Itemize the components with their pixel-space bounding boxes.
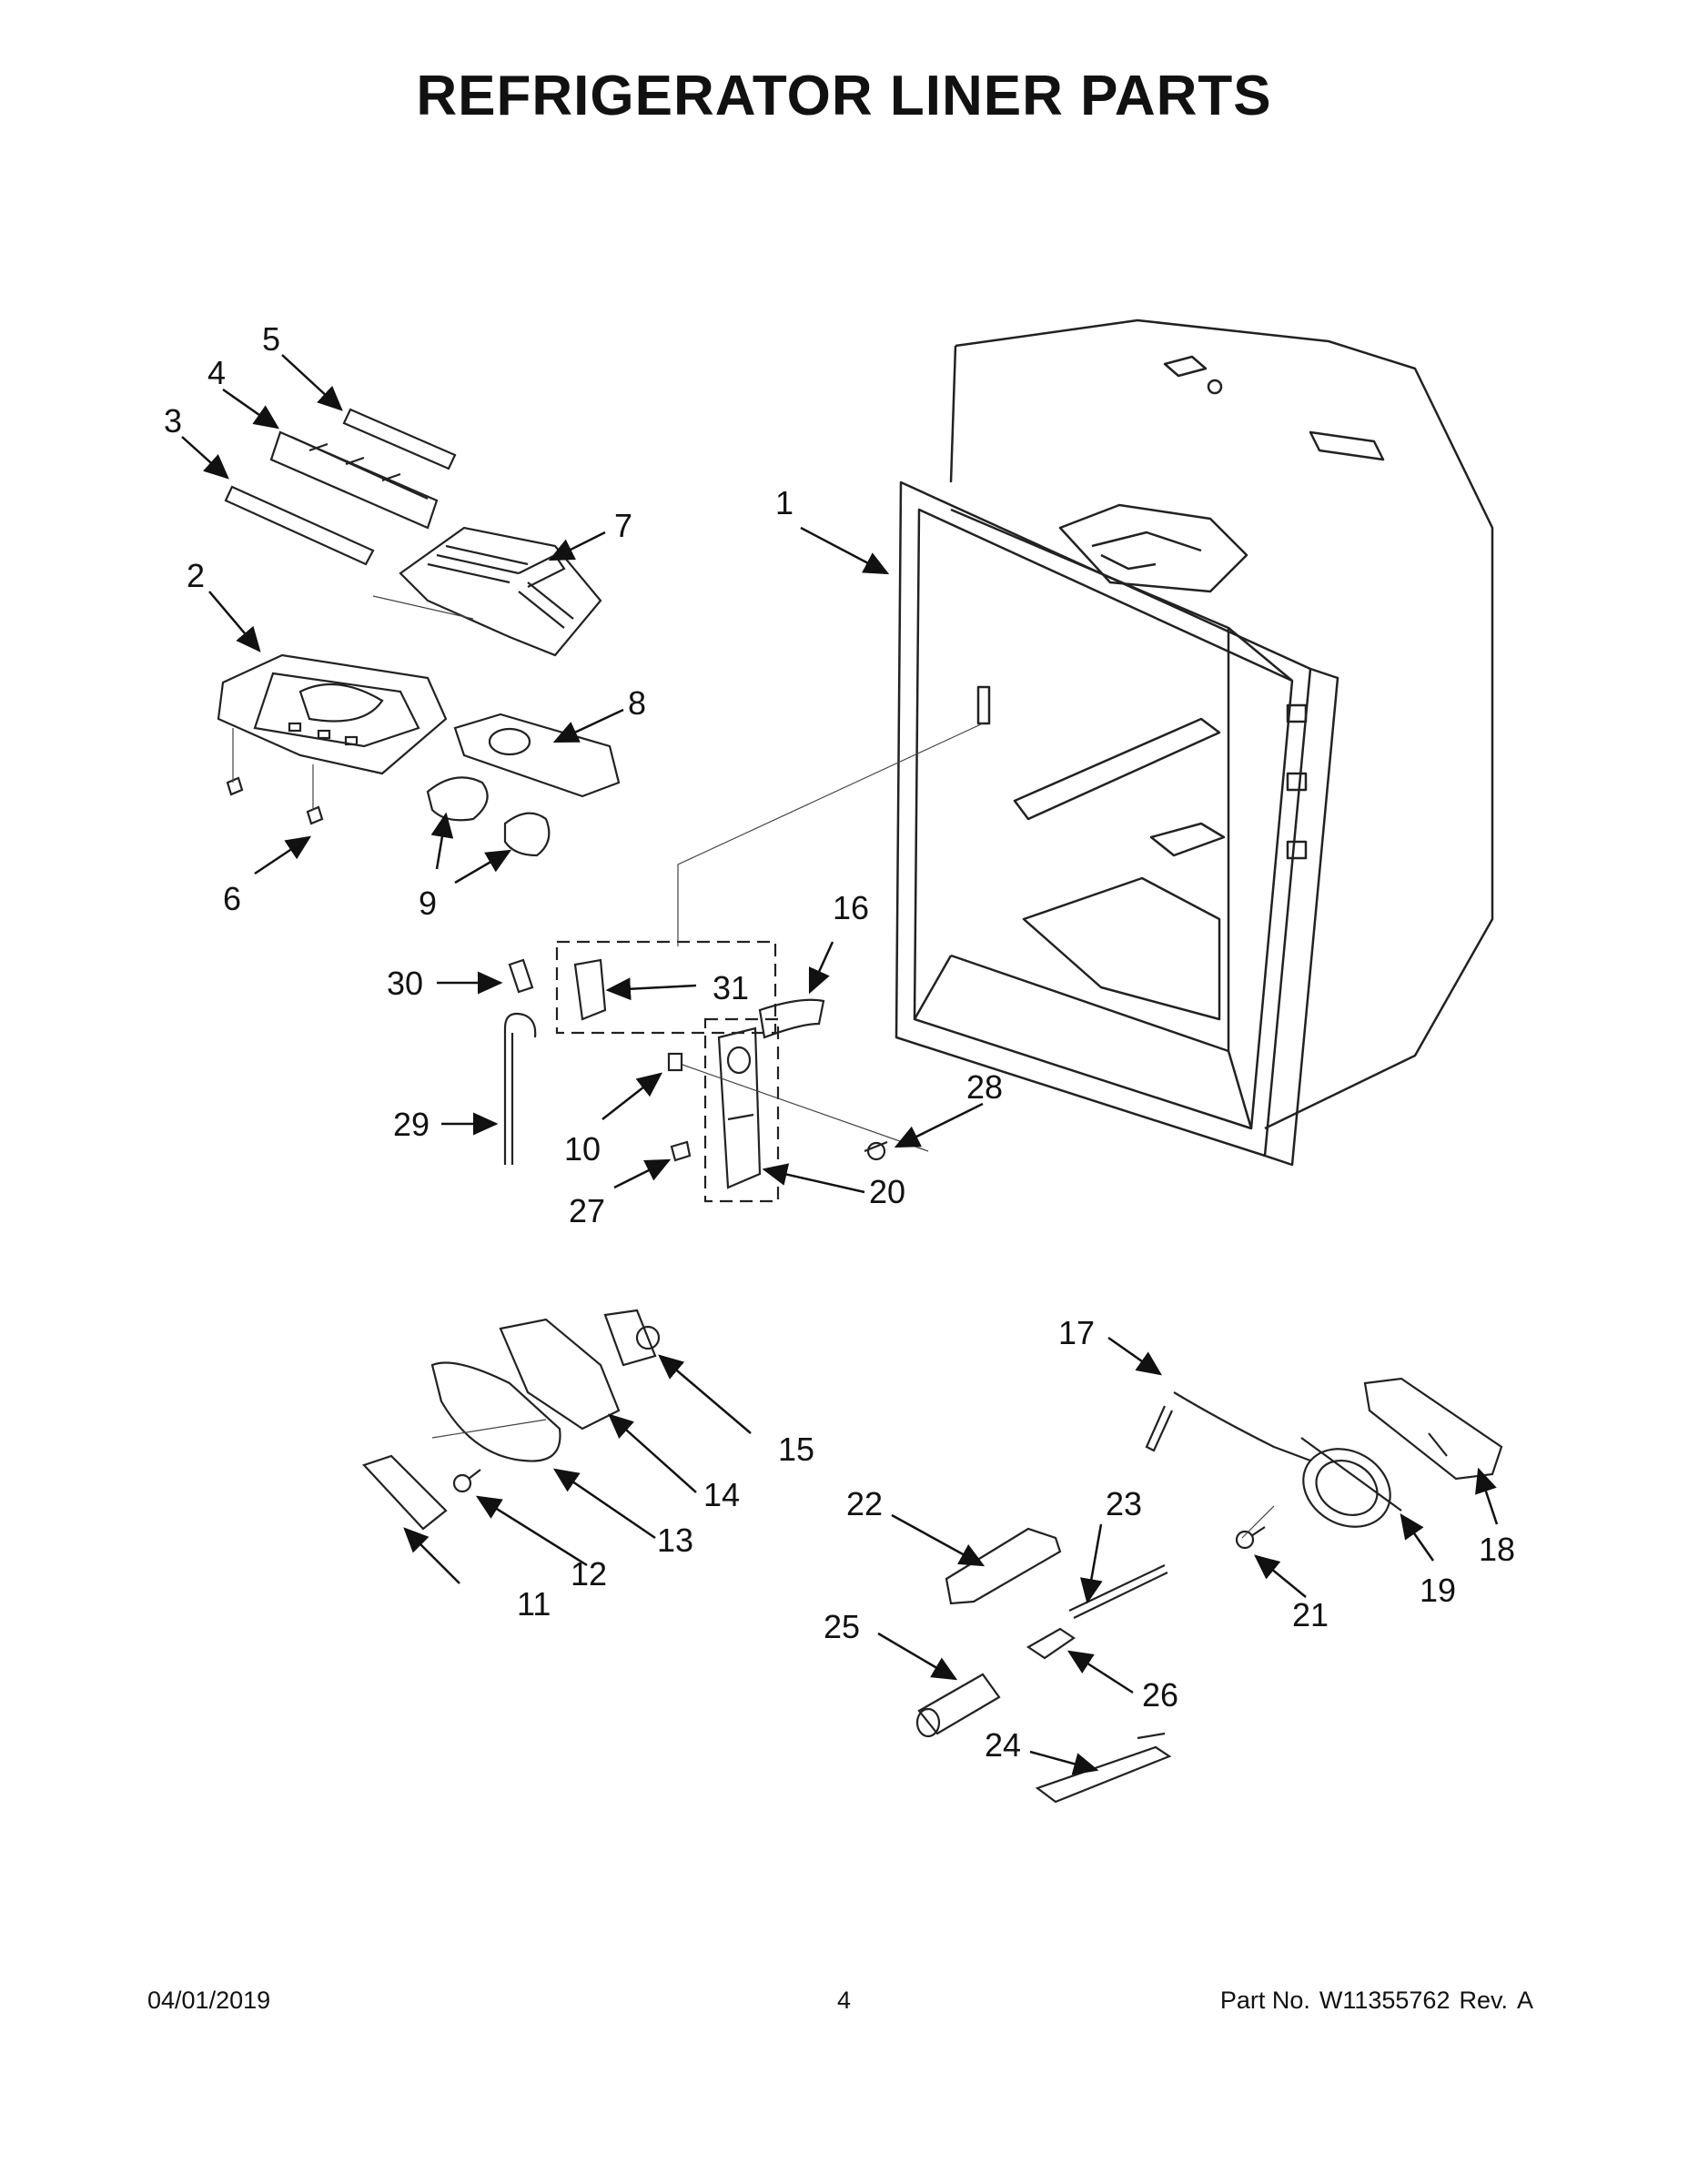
part-6-clips	[226, 776, 324, 825]
part-31-bracket	[555, 940, 780, 1203]
part-29-tube	[503, 1012, 537, 1165]
part-2-cover	[217, 653, 448, 775]
callout-7: 7	[614, 507, 632, 544]
callout-9: 9	[419, 885, 437, 922]
part-8-duct	[453, 713, 621, 798]
callout-20: 20	[869, 1173, 905, 1210]
callout-5: 5	[262, 320, 280, 358]
page-title: REFRIGERATOR LINER PARTS	[416, 65, 1272, 127]
footer-part-info: Part No. W11355762 Rev. A	[1220, 1987, 1533, 2015]
part-20-housing	[717, 1026, 762, 1189]
part-22-housing	[945, 1527, 1062, 1605]
part-27-clip	[670, 1140, 692, 1162]
callout-17: 17	[1058, 1314, 1095, 1351]
part-24-tray	[1035, 1732, 1172, 1804]
part-16-cover	[758, 998, 825, 1039]
part-18-bracket	[1363, 1377, 1503, 1481]
callout-31: 31	[713, 969, 749, 1006]
callout-28: 28	[966, 1068, 1003, 1106]
callout-13: 13	[657, 1522, 693, 1559]
callout-30: 30	[387, 965, 423, 1002]
part-10-clip	[667, 1052, 683, 1072]
callout-10: 10	[564, 1130, 601, 1168]
callout-12: 12	[571, 1555, 607, 1592]
callout-labels: 1 2 3 4 5 6 7 8 9 10 11 12 13 14 15 16 1…	[164, 320, 1515, 1764]
callout-16: 16	[833, 889, 869, 926]
part-3-rail	[224, 485, 375, 566]
part-17-sensor	[1145, 1391, 1311, 1462]
callout-19: 19	[1420, 1572, 1456, 1609]
callout-3: 3	[164, 402, 182, 440]
part-12-screw	[452, 1469, 481, 1493]
callout-23: 23	[1106, 1485, 1142, 1522]
callout-4: 4	[207, 354, 226, 391]
revision-label: Rev.	[1459, 1987, 1508, 2014]
part-15-valve	[603, 1309, 661, 1367]
part-11-trim	[362, 1454, 448, 1531]
part-19-wire-harness	[1300, 1437, 1402, 1528]
callout-14: 14	[703, 1476, 740, 1513]
part-14-housing	[499, 1318, 621, 1431]
part-1-liner-tub	[895, 318, 1494, 1167]
part-30-switch	[508, 958, 534, 994]
callout-2: 2	[187, 557, 205, 594]
part-13-housing	[430, 1361, 561, 1462]
part-21-screw	[1235, 1526, 1266, 1550]
callout-27: 27	[569, 1192, 605, 1229]
part-number-label: Part No.	[1219, 1987, 1310, 2014]
callout-26: 26	[1142, 1676, 1178, 1714]
footer-page-number: 4	[836, 1987, 852, 2014]
callout-24: 24	[985, 1726, 1021, 1764]
part-28-screw	[864, 1140, 888, 1161]
part-5-bracket	[342, 408, 457, 470]
part-26-fitting	[1026, 1627, 1076, 1660]
callout-25: 25	[824, 1608, 860, 1645]
revision: A	[1516, 1987, 1533, 2014]
callout-15: 15	[778, 1431, 814, 1468]
part-25-filter	[915, 1673, 1001, 1738]
callout-21: 21	[1292, 1596, 1329, 1633]
callout-22: 22	[846, 1485, 883, 1522]
leader-lines	[232, 595, 1275, 1539]
callout-8: 8	[628, 684, 646, 722]
callout-11: 11	[517, 1585, 551, 1623]
part-7-air-diffuser	[399, 526, 602, 657]
part-number: W11355762	[1319, 1987, 1450, 2014]
callout-18: 18	[1479, 1531, 1515, 1568]
callout-29: 29	[393, 1106, 430, 1143]
callout-arrows	[181, 354, 1499, 1775]
callout-6: 6	[223, 880, 241, 917]
part-4-control-housing	[269, 430, 439, 530]
part-23-tube	[1068, 1564, 1168, 1619]
callout-1: 1	[775, 484, 793, 521]
footer-date: 04/01/2019	[147, 1987, 271, 2014]
